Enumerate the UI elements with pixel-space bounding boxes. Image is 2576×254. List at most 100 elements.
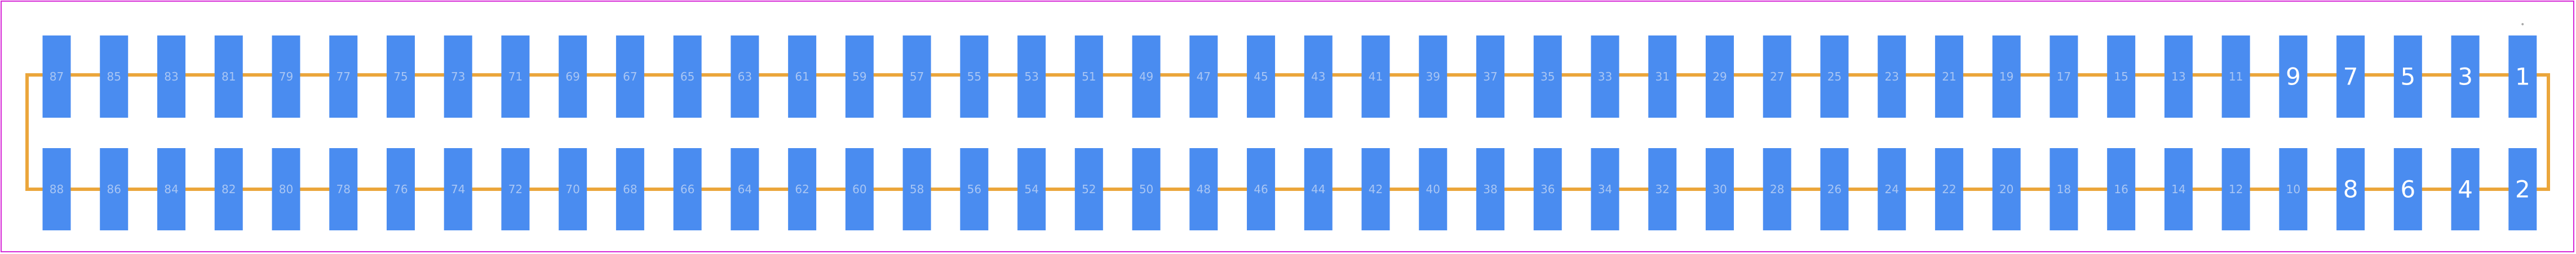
bottom-row-pad-70: 70 [559, 148, 587, 230]
pad-rect [1935, 148, 1963, 230]
pad-label: 84 [164, 182, 178, 196]
pad-rect [2393, 148, 2422, 230]
pad-rect [2336, 148, 2365, 230]
pad-rect [1476, 35, 1504, 118]
pad-rect [2508, 148, 2537, 230]
pad-label: 19 [1999, 70, 2013, 83]
bottom-row-pad-74: 74 [444, 148, 472, 230]
pad-rect [2451, 148, 2480, 230]
pad-rect [1017, 35, 1046, 118]
pad-rect [1705, 148, 1734, 230]
pad-label: 53 [1024, 70, 1038, 83]
pad-rect [2508, 35, 2537, 118]
top-row-pad-29: 29 [1705, 35, 1734, 118]
pad-label: 38 [1483, 182, 1497, 196]
pad-rect [2107, 35, 2136, 118]
pad-label: 61 [795, 70, 809, 83]
pad-rect [845, 35, 874, 118]
pad-rect [1591, 35, 1619, 118]
bottom-row-pad-80: 80 [272, 148, 300, 230]
top-row-pad-67: 67 [616, 35, 644, 118]
pad-rect [1017, 148, 1046, 230]
pad-label: 51 [1082, 70, 1096, 83]
bottom-row-pad-82: 82 [214, 148, 243, 230]
bottom-row-pad-16: 16 [2107, 148, 2136, 230]
pad-label: 20 [1999, 182, 2013, 196]
pad-label: 86 [107, 182, 121, 196]
bottom-row-pad-28: 28 [1763, 148, 1791, 230]
pad-rect [845, 148, 874, 230]
pad-rect [214, 148, 243, 230]
pad-label: 21 [1942, 70, 1956, 83]
pad-label: 46 [1254, 182, 1268, 196]
pad-rect [2221, 35, 2250, 118]
pad-label: 36 [1541, 182, 1555, 196]
bottom-row-pad-42: 42 [1361, 148, 1390, 230]
top-row-pad-17: 17 [2050, 35, 2078, 118]
top-row-pad-57: 57 [902, 35, 931, 118]
pad-rect [329, 148, 358, 230]
bottom-row-pad-38: 38 [1476, 148, 1504, 230]
pad-rect [731, 148, 759, 230]
top-row-pad-13: 13 [2164, 35, 2193, 118]
pad-rect [42, 148, 71, 230]
top-row-pad-59: 59 [845, 35, 874, 118]
top-row-pad-79: 79 [272, 35, 300, 118]
outline-rect [25, 73, 2550, 191]
pad-label: 44 [1311, 182, 1325, 196]
pad-rect [673, 35, 702, 118]
pad-rect [1763, 35, 1791, 118]
bottom-row-pad-10: 10 [2279, 148, 2308, 230]
pad-rect [1591, 148, 1619, 230]
bottom-row-pad-68: 68 [616, 148, 644, 230]
bottom-row-pad-12: 12 [2221, 148, 2250, 230]
top-row-pad-85: 85 [100, 35, 129, 118]
pad-rect [1132, 35, 1161, 118]
pad-label: 2 [2515, 176, 2530, 203]
pad-rect [386, 148, 415, 230]
pad-rect [559, 148, 587, 230]
pad-rect [1820, 148, 1849, 230]
pad-rect [731, 35, 759, 118]
top-row-pad-63: 63 [731, 35, 759, 118]
pad-label: 40 [1426, 182, 1440, 196]
pad-rect [1878, 35, 1906, 118]
pad-label: 47 [1197, 70, 1211, 83]
pad-rect [1074, 148, 1103, 230]
bottom-row-pad-2: 2 [2508, 148, 2537, 230]
bottom-row-pad-34: 34 [1591, 148, 1619, 230]
pad-label: 1 [2515, 63, 2530, 91]
bottom-row-pad-18: 18 [2050, 148, 2078, 230]
pad-rect [272, 148, 300, 230]
top-row-pad-3: 3 [2451, 35, 2480, 118]
bottom-row-pad-66: 66 [673, 148, 702, 230]
pad-label: 39 [1426, 70, 1440, 83]
bottom-row-pad-46: 46 [1247, 148, 1276, 230]
pad-rect [1304, 148, 1333, 230]
top-row-pad-9: 9 [2279, 35, 2308, 118]
pad-label: 83 [164, 70, 178, 83]
bottom-row-pad-78: 78 [329, 148, 358, 230]
pad-label: 66 [680, 182, 694, 196]
pad-rect [1763, 148, 1791, 230]
pad-rect [616, 148, 644, 230]
pad-rect [42, 35, 71, 118]
pad-label: 3 [2458, 63, 2473, 91]
pad-label: 37 [1483, 70, 1497, 83]
pad-rect [1189, 148, 1218, 230]
pad-rect [1533, 35, 1562, 118]
top-row-pad-31: 31 [1648, 35, 1677, 118]
pad-label: 78 [336, 182, 350, 196]
top-row-pad-11: 11 [2221, 35, 2250, 118]
pad-label: 48 [1197, 182, 1211, 196]
pad-label: 77 [336, 70, 350, 83]
pad-label: 30 [1712, 182, 1727, 196]
pad-label: 88 [50, 182, 64, 196]
bottom-row-pad-20: 20 [1992, 148, 2021, 230]
pad-rect [788, 148, 817, 230]
top-row-pad-25: 25 [1820, 35, 1849, 118]
pad-rect [100, 148, 129, 230]
pad-rect [501, 35, 530, 118]
